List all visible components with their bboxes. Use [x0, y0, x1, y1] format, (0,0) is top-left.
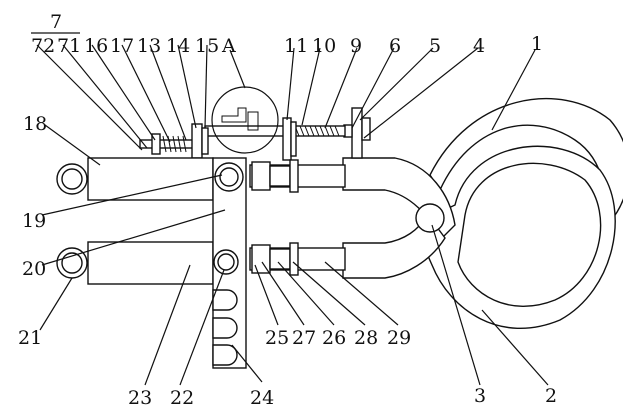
lower-pin-inner: [217, 253, 235, 271]
label-19: 19: [22, 210, 46, 232]
lower-handle: [87, 241, 214, 285]
lower-arm: [342, 213, 446, 279]
label-6: 6: [389, 35, 401, 57]
upper-link-flange: [289, 159, 299, 193]
label-1: 1: [531, 33, 543, 55]
label-9: 9: [350, 35, 362, 57]
label-10: 10: [312, 35, 336, 57]
lower-jaw-ring: [424, 145, 616, 329]
upper-link-block: [251, 161, 271, 191]
label-20: 20: [22, 258, 46, 280]
label-a: A: [221, 35, 236, 57]
lower-link-block: [251, 244, 271, 274]
clamp-block: [361, 117, 371, 141]
label-18: 18: [23, 113, 47, 135]
upright-support: [351, 107, 363, 159]
hook-slots: [212, 289, 238, 366]
label-72: 72: [31, 35, 55, 57]
left-collar: [151, 133, 161, 155]
detail-a-parts: [221, 107, 259, 131]
label-26: 26: [322, 327, 346, 349]
reference-numerals: 7 72 71 16 17 13 14 15 A 11 10 9 6 5 4 1…: [18, 11, 557, 409]
label-2: 2: [545, 385, 557, 407]
label-29: 29: [387, 327, 411, 349]
label-14: 14: [166, 35, 190, 57]
upper-handle: [87, 157, 214, 201]
label-17: 17: [110, 35, 134, 57]
upper-arm: [342, 157, 456, 242]
label-11: 11: [284, 35, 308, 57]
spring-seat: [191, 123, 203, 159]
label-4: 4: [473, 35, 485, 57]
label-21: 21: [18, 327, 42, 349]
label-16: 16: [84, 35, 108, 57]
label-5: 5: [429, 35, 441, 57]
spring: [162, 135, 187, 153]
pivot-pin: [415, 203, 445, 233]
upper-pin-inner: [219, 167, 239, 187]
label-22: 22: [170, 387, 194, 409]
stop-plate: [201, 127, 209, 155]
upper-ring-inner: [61, 168, 83, 190]
label-3: 3: [474, 385, 486, 407]
upper-link-sleeve: [269, 165, 291, 187]
adjust-ring: [282, 117, 292, 161]
label-71: 71: [57, 35, 81, 57]
label-27: 27: [292, 327, 316, 349]
label-15: 15: [195, 35, 219, 57]
label-7: 7: [50, 11, 62, 33]
leader-lines: [31, 32, 549, 386]
label-13: 13: [137, 35, 161, 57]
collar: [290, 121, 297, 157]
label-24: 24: [250, 387, 274, 409]
label-23: 23: [128, 387, 152, 409]
lower-link-flange: [289, 242, 299, 276]
lower-link-sleeve: [269, 248, 291, 270]
label-28: 28: [354, 327, 378, 349]
label-25: 25: [265, 327, 289, 349]
screw-thread: [294, 125, 340, 137]
